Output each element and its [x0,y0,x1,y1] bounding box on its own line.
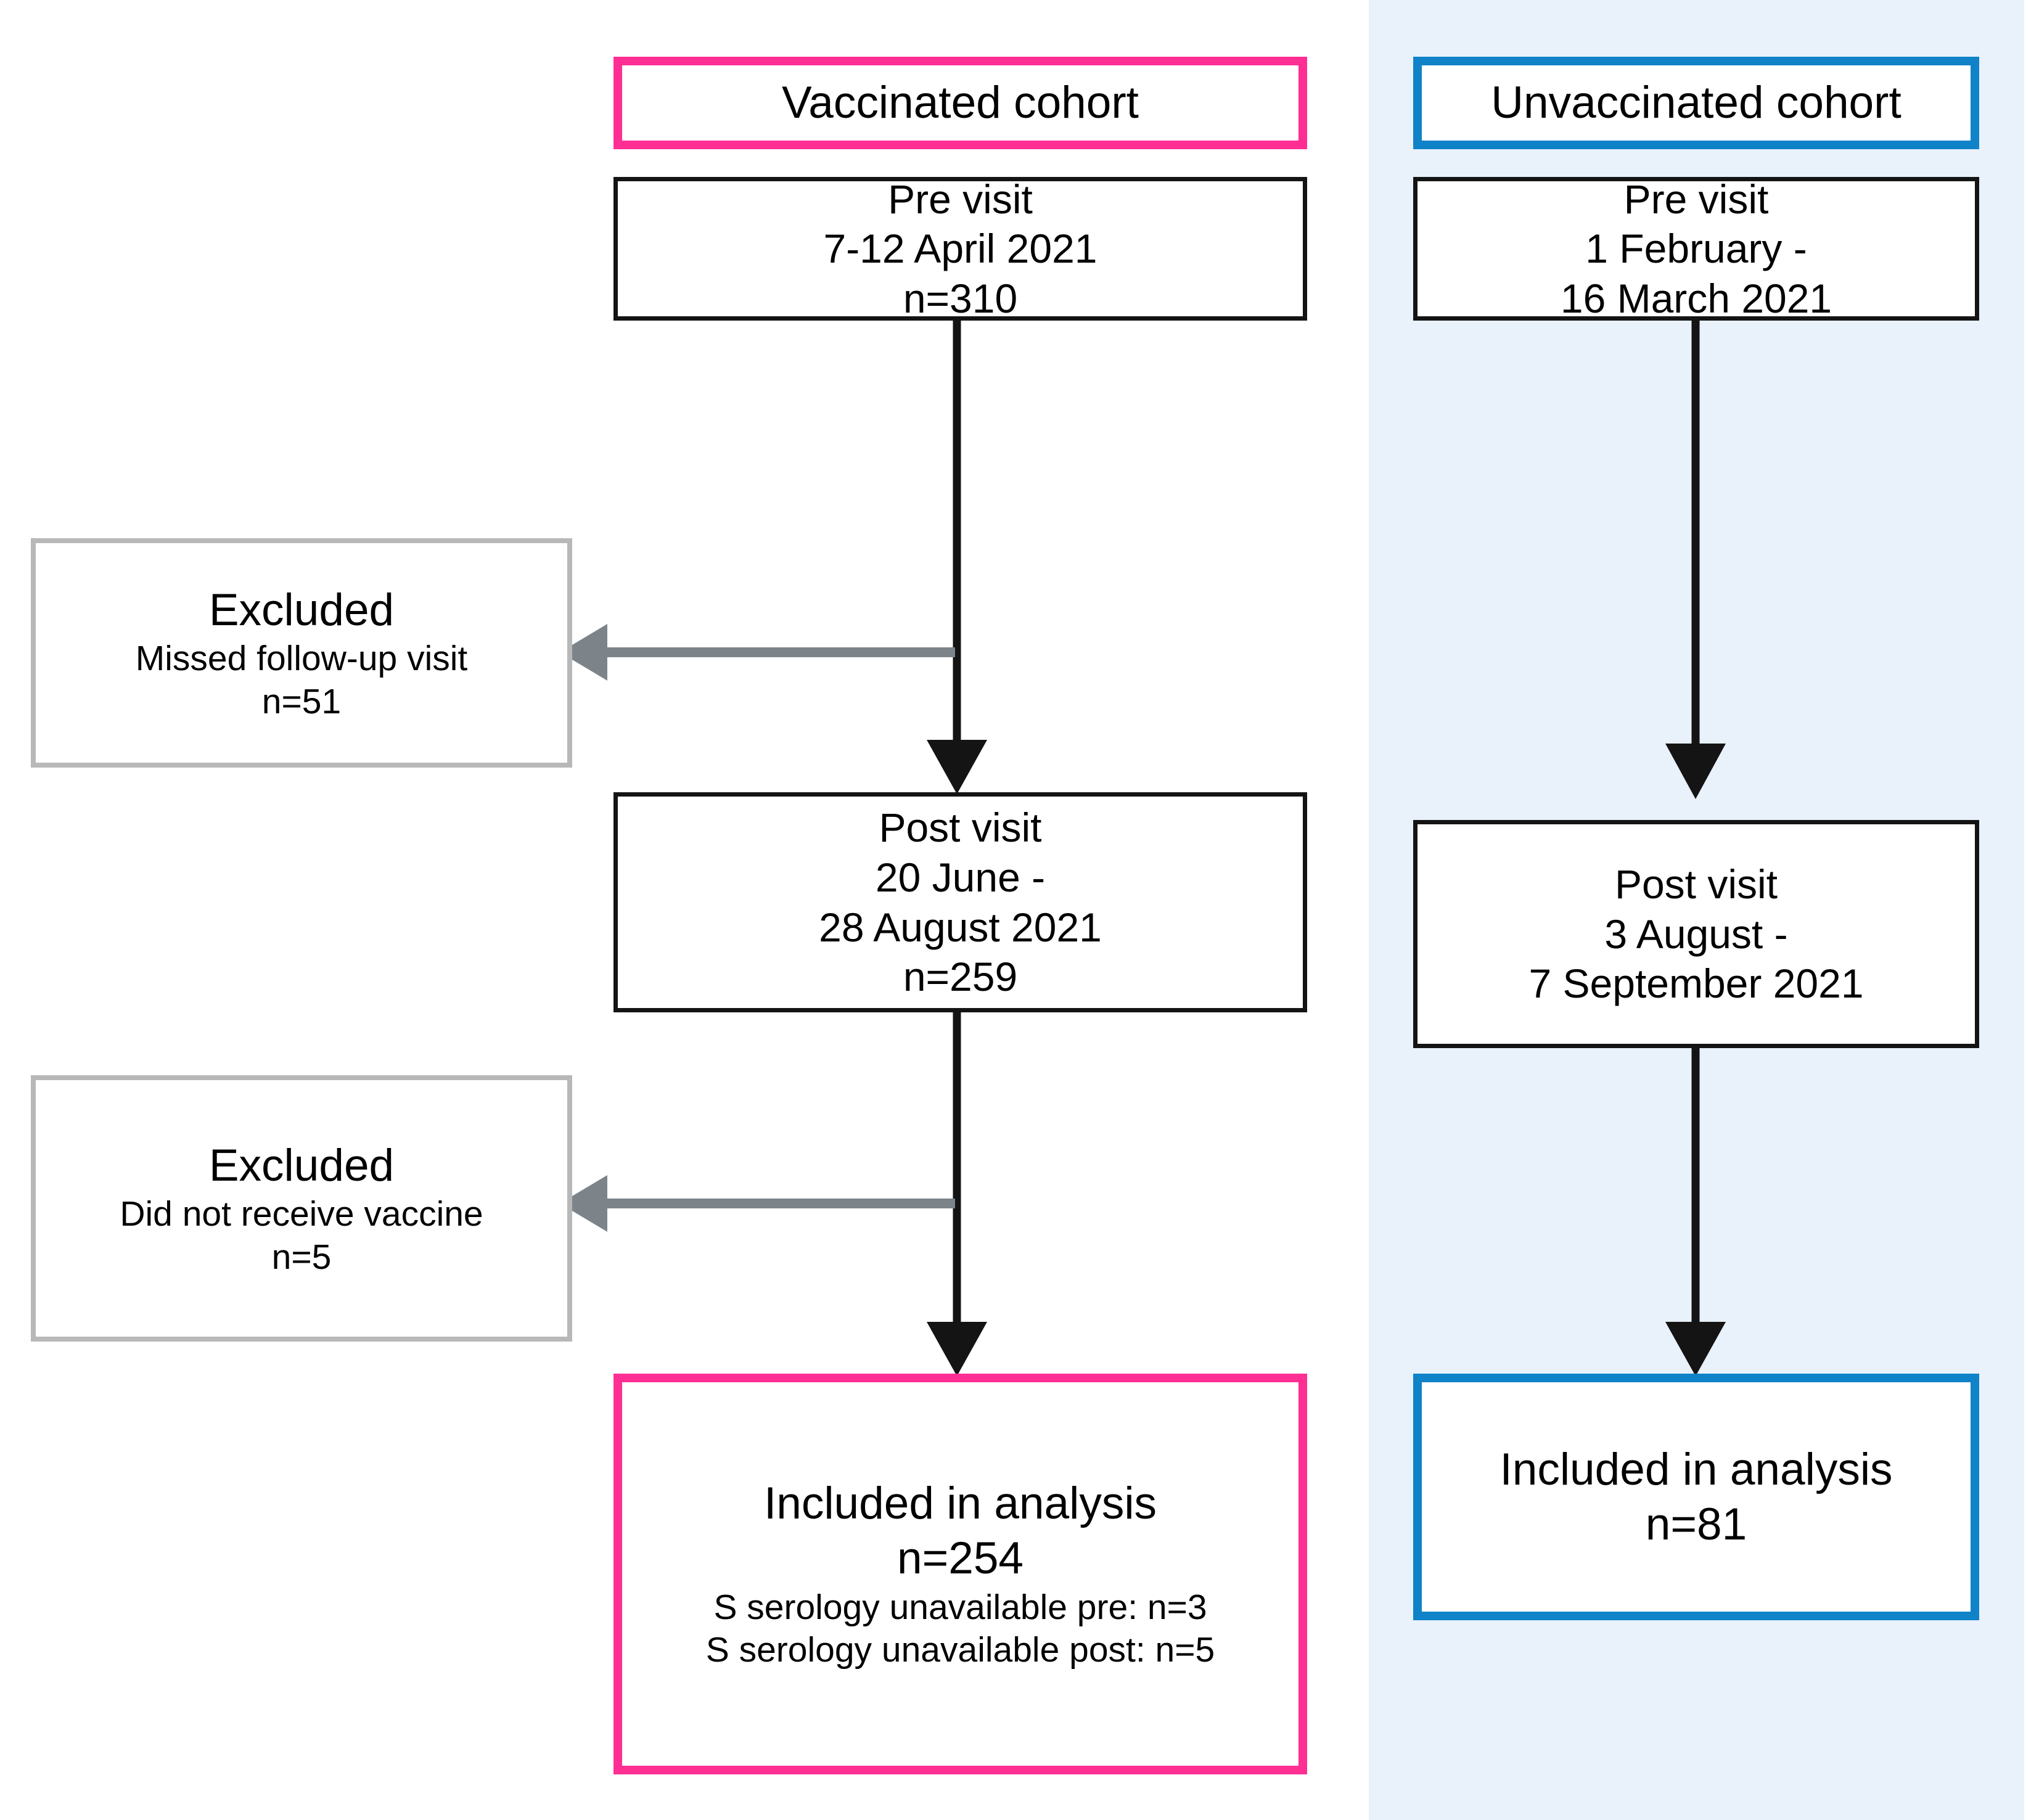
vaccinated-post-visit-line-2: 20 June - [875,854,1046,900]
vaccinated-pre-visit-line-2: 7-12 April 2021 [823,226,1097,272]
vaccinated-pre-visit-box: Pre visit 7-12 April 2021 n=310 [613,176,1307,321]
excluded-2-line-3: n=5 [271,1237,332,1277]
unvaccinated-post-visit-box: Post visit 3 August - 7 September 2021 [1413,820,1979,1048]
unvaccinated-post-visit-line-1: Post visit [1614,861,1778,908]
unvaccinated-cohort-header-box: Unvaccinated cohort [1413,57,1979,149]
unvaccinated-post-visit-line-3: 7 September 2021 [1528,961,1864,1007]
vaccinated-cohort-label: Vaccinated cohort [782,78,1139,128]
vaccinated-included-line-3: S serology unavailable pre: n=3 [713,1587,1207,1627]
unvaccinated-cohort-label: Unvaccinated cohort [1491,78,1902,128]
vaccinated-post-visit-line-3: 28 August 2021 [819,904,1102,950]
excluded-1-line-1: Excluded [208,584,395,635]
vaccinated-post-visit-line-4: n=259 [903,954,1018,1000]
excluded-1-line-2: Missed follow-up visit [135,638,468,678]
excluded-box-2: Excluded Did not receive vaccine n=5 [31,1075,572,1342]
unvaccinated-pre-visit-line-3: 16 March 2021 [1560,275,1832,321]
excluded-2-line-2: Did not receive vaccine [120,1194,483,1234]
vaccinated-included-line-1: Included in analysis [763,1478,1157,1529]
vaccinated-pre-visit-line-1: Pre visit [888,176,1033,222]
edge-vacc-pre-to-post [927,321,987,794]
edge-vacc-pre-to-excluded-1 [560,624,955,681]
unvaccinated-pre-visit-line-1: Pre visit [1623,176,1769,222]
excluded-box-1: Excluded Missed follow-up visit n=51 [31,538,572,768]
vaccinated-included-line-2: n=254 [896,1533,1024,1584]
vaccinated-pre-visit-line-3: n=310 [903,275,1018,321]
vaccinated-cohort-header-box: Vaccinated cohort [613,57,1307,149]
unvaccinated-included-line-2: n=81 [1645,1499,1747,1549]
unvaccinated-included-line-1: Included in analysis [1500,1444,1893,1494]
unvaccinated-pre-visit-box: Pre visit 1 February - 16 March 2021 [1413,176,1979,321]
unvaccinated-pre-visit-line-2: 1 February - [1585,226,1807,272]
excluded-1-line-3: n=51 [261,681,342,721]
vaccinated-included-line-4: S serology unavailable post: n=5 [705,1630,1215,1670]
vaccinated-post-visit-line-1: Post visit [879,805,1042,851]
vaccinated-included-box: Included in analysis n=254 S serology un… [613,1374,1307,1774]
unvaccinated-included-box: Included in analysis n=81 [1413,1374,1979,1620]
excluded-2-line-1: Excluded [208,1140,395,1191]
edge-vacc-post-to-excluded-2 [560,1175,955,1232]
edge-vacc-post-to-included [927,962,987,1376]
unvaccinated-post-visit-line-2: 3 August - [1604,911,1788,957]
vaccinated-post-visit-box: Post visit 20 June - 28 August 2021 n=25… [613,792,1307,1012]
